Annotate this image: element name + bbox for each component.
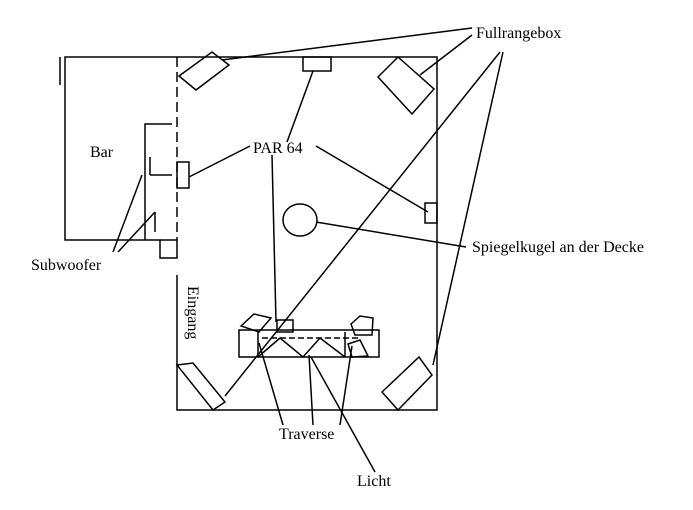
label-par64: PAR 64: [253, 140, 303, 157]
traverse-truss: [238, 313, 380, 359]
par64-shapes: [176, 56, 438, 224]
bar-counter: [144, 123, 172, 240]
label-traverse: Traverse: [279, 426, 335, 443]
label-bar: Bar: [90, 144, 114, 161]
subwoofer-shapes: [149, 157, 172, 232]
fullrangebox-shapes: [175, 51, 436, 412]
label-subwoofer: Subwoofer: [31, 257, 102, 274]
label-licht: Licht: [357, 473, 391, 490]
label-spiegelkugel: Spiegelkugel an der Decke: [472, 239, 644, 256]
label-eingang: Eingang: [184, 286, 201, 340]
mirror-ball: [282, 203, 318, 237]
label-fullrangebox: Fullrangebox: [476, 25, 562, 42]
leader-lines: [112, 27, 504, 473]
